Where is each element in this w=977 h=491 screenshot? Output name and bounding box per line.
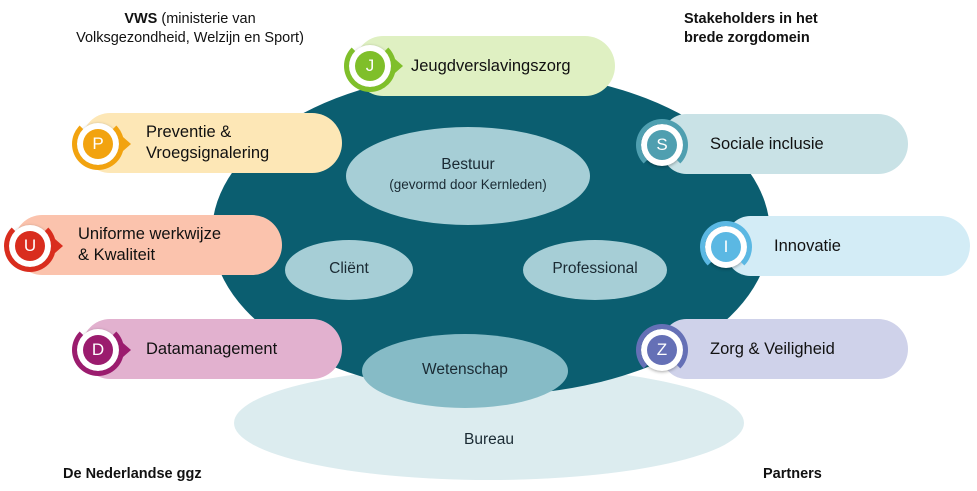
badge-s: S — [636, 119, 688, 171]
bottom-right-caption: Partners — [763, 466, 822, 482]
badge-d: D — [72, 324, 131, 376]
client-ellipse — [285, 240, 413, 300]
letter-p-icon: P — [83, 129, 113, 159]
letter-z-icon: Z — [647, 335, 677, 365]
theme-preventie: Preventie & Vroegsignalering — [82, 113, 342, 173]
stakeholders-line2: brede zorgdomein — [684, 30, 810, 46]
top-left-caption: VWS (ministerie van Volksgezondheid, Wel… — [60, 10, 320, 48]
bestuur-ellipse — [346, 127, 590, 225]
letter-d-icon: D — [83, 335, 113, 365]
theme-innovatie: Innovatie — [726, 216, 970, 276]
letter-i-icon: I — [711, 232, 741, 262]
client-label: Cliënt — [329, 260, 369, 277]
theme-label-line1: Preventie & — [146, 123, 232, 141]
bureau-ellipse — [234, 366, 744, 480]
badge-j: J — [344, 40, 403, 92]
theme-label: Sociale inclusie — [710, 134, 824, 153]
theme-datamanagement: Datamanagement — [82, 319, 342, 379]
wetenschap-label: Wetenschap — [422, 361, 508, 378]
bottom-left-caption: De Nederlandse ggz — [63, 466, 202, 482]
badge-p: P — [72, 118, 131, 170]
bestuur-subtitle: (gevormd door Kernleden) — [389, 177, 547, 192]
badge-z: Z — [636, 324, 688, 376]
theme-label-line2: Vroegsignalering — [146, 144, 270, 162]
theme-label-line2: & Kwaliteit — [78, 246, 156, 264]
theme-label: Jeugdverslavingszorg — [411, 56, 571, 75]
theme-label-line1: Uniforme werkwijze — [78, 225, 222, 243]
professional-label: Professional — [552, 260, 638, 277]
theme-label: Datamanagement — [146, 339, 278, 358]
theme-label: Innovatie — [774, 236, 841, 255]
vws-label: VWS — [124, 11, 158, 27]
vws-desc-line2: Volksgezondheid, Welzijn en Sport) — [76, 30, 304, 46]
letter-s-icon: S — [647, 130, 677, 160]
letter-u-icon: U — [15, 231, 45, 261]
badge-u: U — [4, 220, 63, 272]
theme-jeugdverslavingszorg: Jeugdverslavingszorg — [355, 36, 615, 96]
bestuur-title: Bestuur — [441, 156, 495, 173]
main-ellipse — [212, 71, 770, 395]
vws-desc-line1: (ministerie van — [157, 11, 256, 27]
professional-ellipse — [523, 240, 667, 300]
theme-sociale-inclusie: Sociale inclusie — [662, 114, 908, 174]
theme-zorg-veiligheid: Zorg & Veiligheid — [662, 319, 908, 379]
theme-label: Zorg & Veiligheid — [710, 339, 835, 358]
wetenschap-ellipse — [362, 334, 568, 408]
badge-i: I — [700, 221, 752, 273]
bureau-label: Bureau — [464, 431, 514, 448]
top-right-caption: Stakeholders in het brede zorgdomein — [684, 10, 818, 48]
stakeholders-line1: Stakeholders in het — [684, 11, 818, 27]
letter-j-icon: J — [355, 51, 385, 81]
